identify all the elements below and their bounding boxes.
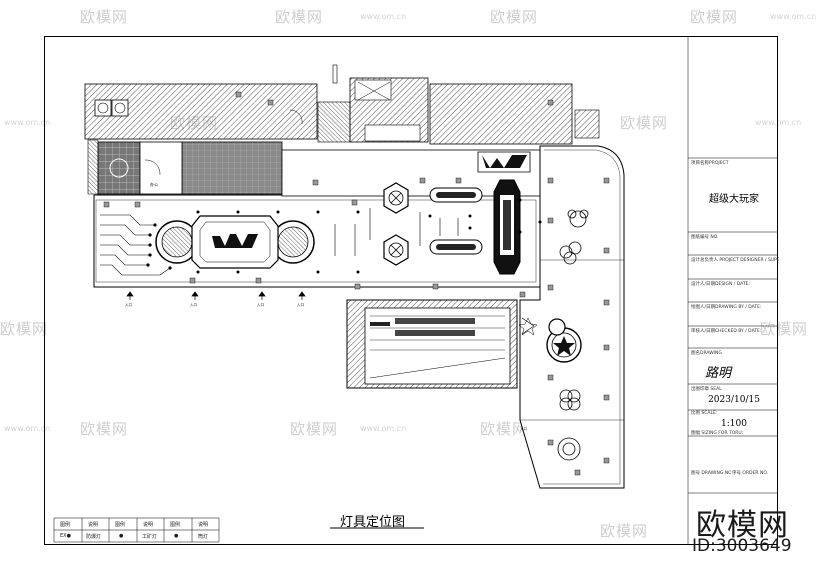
tiled-room-2 [181, 141, 283, 195]
entrance-label: 入口 [520, 426, 528, 431]
hatched-zone-top-right [429, 83, 573, 145]
legend-header: 图例 [170, 522, 181, 528]
legend-item: 防爆灯 [86, 534, 102, 540]
watermark-url: www.om.cn [360, 424, 407, 433]
brand-watermark: 欧模网 [696, 508, 789, 543]
watermark-logo: 欧模网 [275, 8, 324, 26]
legend-item: 筒灯 [198, 534, 209, 540]
watermark-url: www.om.cn [4, 118, 51, 127]
designer-label: 设计人/日期DESIGN / DATE: [691, 282, 750, 287]
project-label: 项目名称PROJECT [691, 161, 729, 166]
asset-id: ID:3003649 [692, 536, 792, 556]
watermark-logo: 欧模网 [0, 320, 49, 338]
watermark-url: www.om.cn [755, 118, 802, 127]
drawing-name-label: 图名DRAWING [691, 351, 722, 356]
watermark-url: www.om.cn [4, 424, 51, 433]
signature: 路明 [705, 366, 732, 381]
drawing-no-label: 图纸编号 NO. [691, 235, 719, 240]
right-wing [519, 145, 625, 489]
seal-label: 出图印章 SEAL [691, 387, 722, 392]
drafter-label: 绘图人/日期DRAWING BY / DATE: [691, 305, 762, 310]
issue-date: 2023/10/15 [708, 395, 760, 405]
scale-value: 1:100 [721, 419, 747, 429]
watermark-logo: 欧模网 [620, 114, 669, 132]
drawing-title: 灯具定位图 [340, 515, 406, 530]
project-name: 超级大玩家 [709, 194, 759, 205]
legend-symbol: ● [119, 533, 124, 539]
checker-label: 审核人/日期CHECKED BY / DATE: [691, 329, 762, 334]
watermark-logo: 欧模网 [760, 320, 809, 338]
watermark-logo: 欧模网 [490, 8, 539, 26]
watermark-logo: 欧模网 [290, 420, 339, 438]
legend-symbol: ● [174, 533, 179, 539]
watermark-logo: 欧模网 [80, 8, 129, 26]
sheet-no-label: 序号 ORDER NO. [732, 471, 769, 476]
entrance-label: 入口 [190, 302, 197, 307]
watermark-logo: 欧模网 [480, 420, 529, 438]
entrance-label: 入口 [125, 302, 132, 307]
legend-symbol: EX● [60, 533, 71, 539]
watermark-logo: 欧模网 [600, 522, 649, 540]
drawing-sheet-frame [44, 36, 778, 545]
watermark-logo: 欧模网 [80, 420, 129, 438]
entrance-label: 入口 [297, 302, 305, 307]
scale-label: 比例 SCALE: [691, 411, 718, 416]
watermark-url: www.om.cn [360, 12, 407, 21]
drawing-code-label: 图号 DRAWING NO. [691, 471, 731, 476]
entrance-label: 入口 [257, 302, 265, 307]
legend-item: 工矿灯 [142, 534, 158, 540]
legend-header: 说明 [198, 522, 209, 528]
legend-header: 说明 [143, 522, 154, 528]
legend-header: 图例 [60, 522, 71, 528]
paper-size-label: 图幅 SIZING FOR TORU: [691, 431, 744, 436]
watermark-url: www.om.cn [770, 12, 817, 21]
legend-header: 图例 [115, 522, 126, 528]
room-label: 办公 [150, 181, 158, 187]
main-designer-label: 设计总负责人 PROJECT DESIGNER / SUPE [691, 258, 779, 263]
tiled-room-1 [97, 141, 141, 195]
legend-header: 说明 [88, 522, 99, 528]
watermark-logo: 欧模网 [690, 8, 739, 26]
